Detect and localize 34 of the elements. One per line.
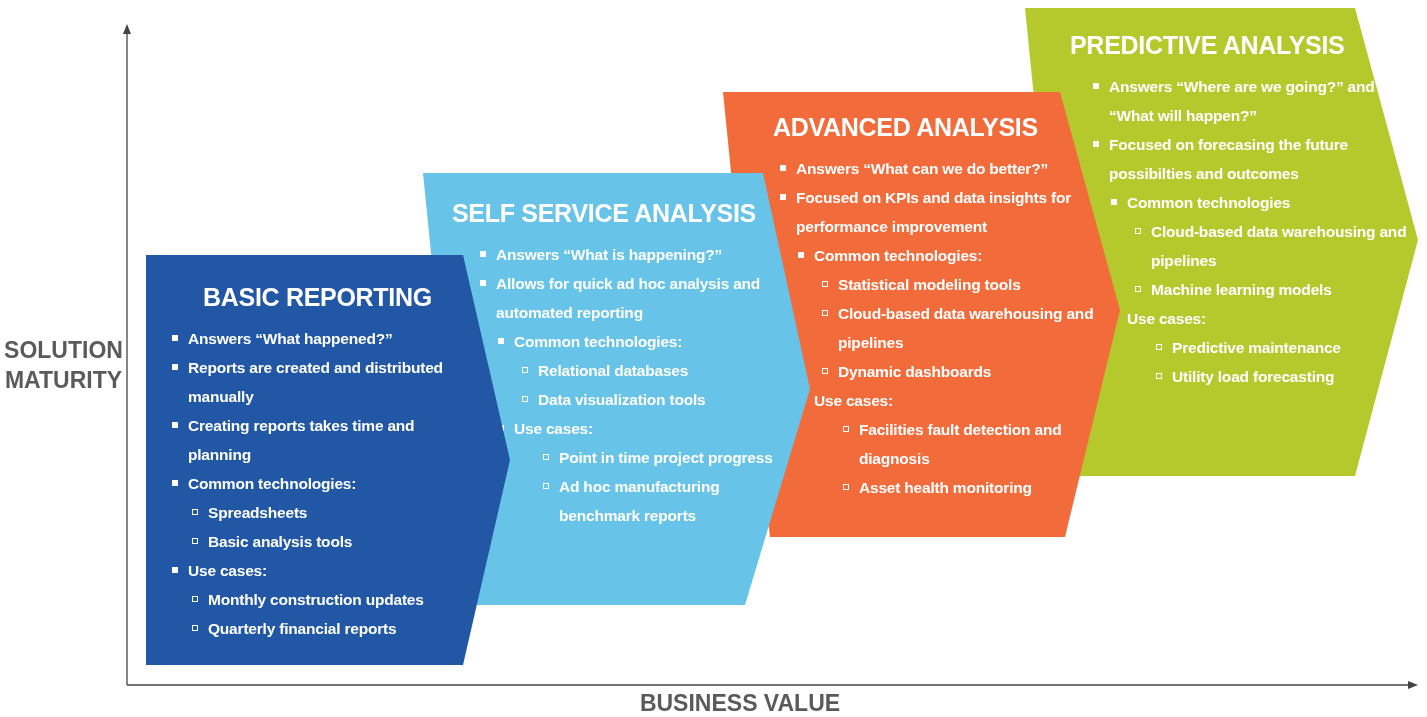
bullet-item: Common technologies:	[798, 241, 1110, 270]
sub-bullet-item: Data visualization tools	[522, 385, 790, 414]
sub-bullet-item: Machine learning models	[1135, 275, 1413, 304]
sub-bullet-item: Cloud-based data warehousing and pipelines	[822, 299, 1110, 357]
sub-bullet-item: Dynamic dashboards	[822, 357, 1110, 386]
sub-bullet-item: Monthly construction updates	[192, 585, 472, 614]
bullet-item: Allows for quick ad hoc analysis and automated reporting	[480, 269, 790, 327]
sub-bullet-item: Point in time project progress	[543, 443, 790, 472]
sub-bullet-item: Cloud-based data warehousing and pipelines	[1135, 217, 1413, 275]
bullet-item: Common technologies:	[172, 469, 472, 498]
sub-bullet-item: Ad hoc manufacturing benchmark reports	[543, 472, 790, 530]
sub-bullet-item: Statistical modeling tools	[822, 270, 1110, 299]
bullet-item: Common technologies	[1111, 188, 1413, 217]
bullet-item: Answers “Where are we going?” and “What will happen?”	[1093, 72, 1413, 130]
x-axis-title: BUSINESS VALUE	[638, 689, 842, 717]
sub-bullet-item: Spreadsheets	[192, 498, 472, 527]
stage-title: PREDICTIVE ANALYSIS	[1070, 30, 1345, 60]
bullet-item: Use cases:	[172, 556, 472, 585]
stage-title: BASIC REPORTING	[203, 282, 432, 312]
sub-bullet-item: Basic analysis tools	[192, 527, 472, 556]
sub-bullet-item: Asset health monitoring	[843, 473, 1110, 502]
sub-bullet-item: Utility load forecasting	[1156, 362, 1413, 391]
sub-bullet-item: Quarterly financial reports	[192, 614, 472, 643]
bullet-item: Answers “What is happening?”	[480, 240, 790, 269]
bullet-item: Common technologies:	[498, 327, 790, 356]
sub-bullet-item: Predictive maintenance	[1156, 333, 1413, 362]
bullet-item: Answers “What happened?”	[172, 324, 472, 353]
stage-title: ADVANCED ANALYSIS	[773, 112, 1038, 142]
sub-bullet-item: Facilities fault detection and diagnosis	[843, 415, 1110, 473]
sub-bullet-item: Relational databases	[522, 356, 790, 385]
bullet-item: Reports are created and distributed manually	[172, 353, 472, 411]
y-axis-title: SOLUTION MATURITY	[3, 336, 124, 395]
stage-title: SELF SERVICE ANALYSIS	[452, 198, 756, 228]
bullet-item: Creating reports takes time and planning	[172, 411, 472, 469]
